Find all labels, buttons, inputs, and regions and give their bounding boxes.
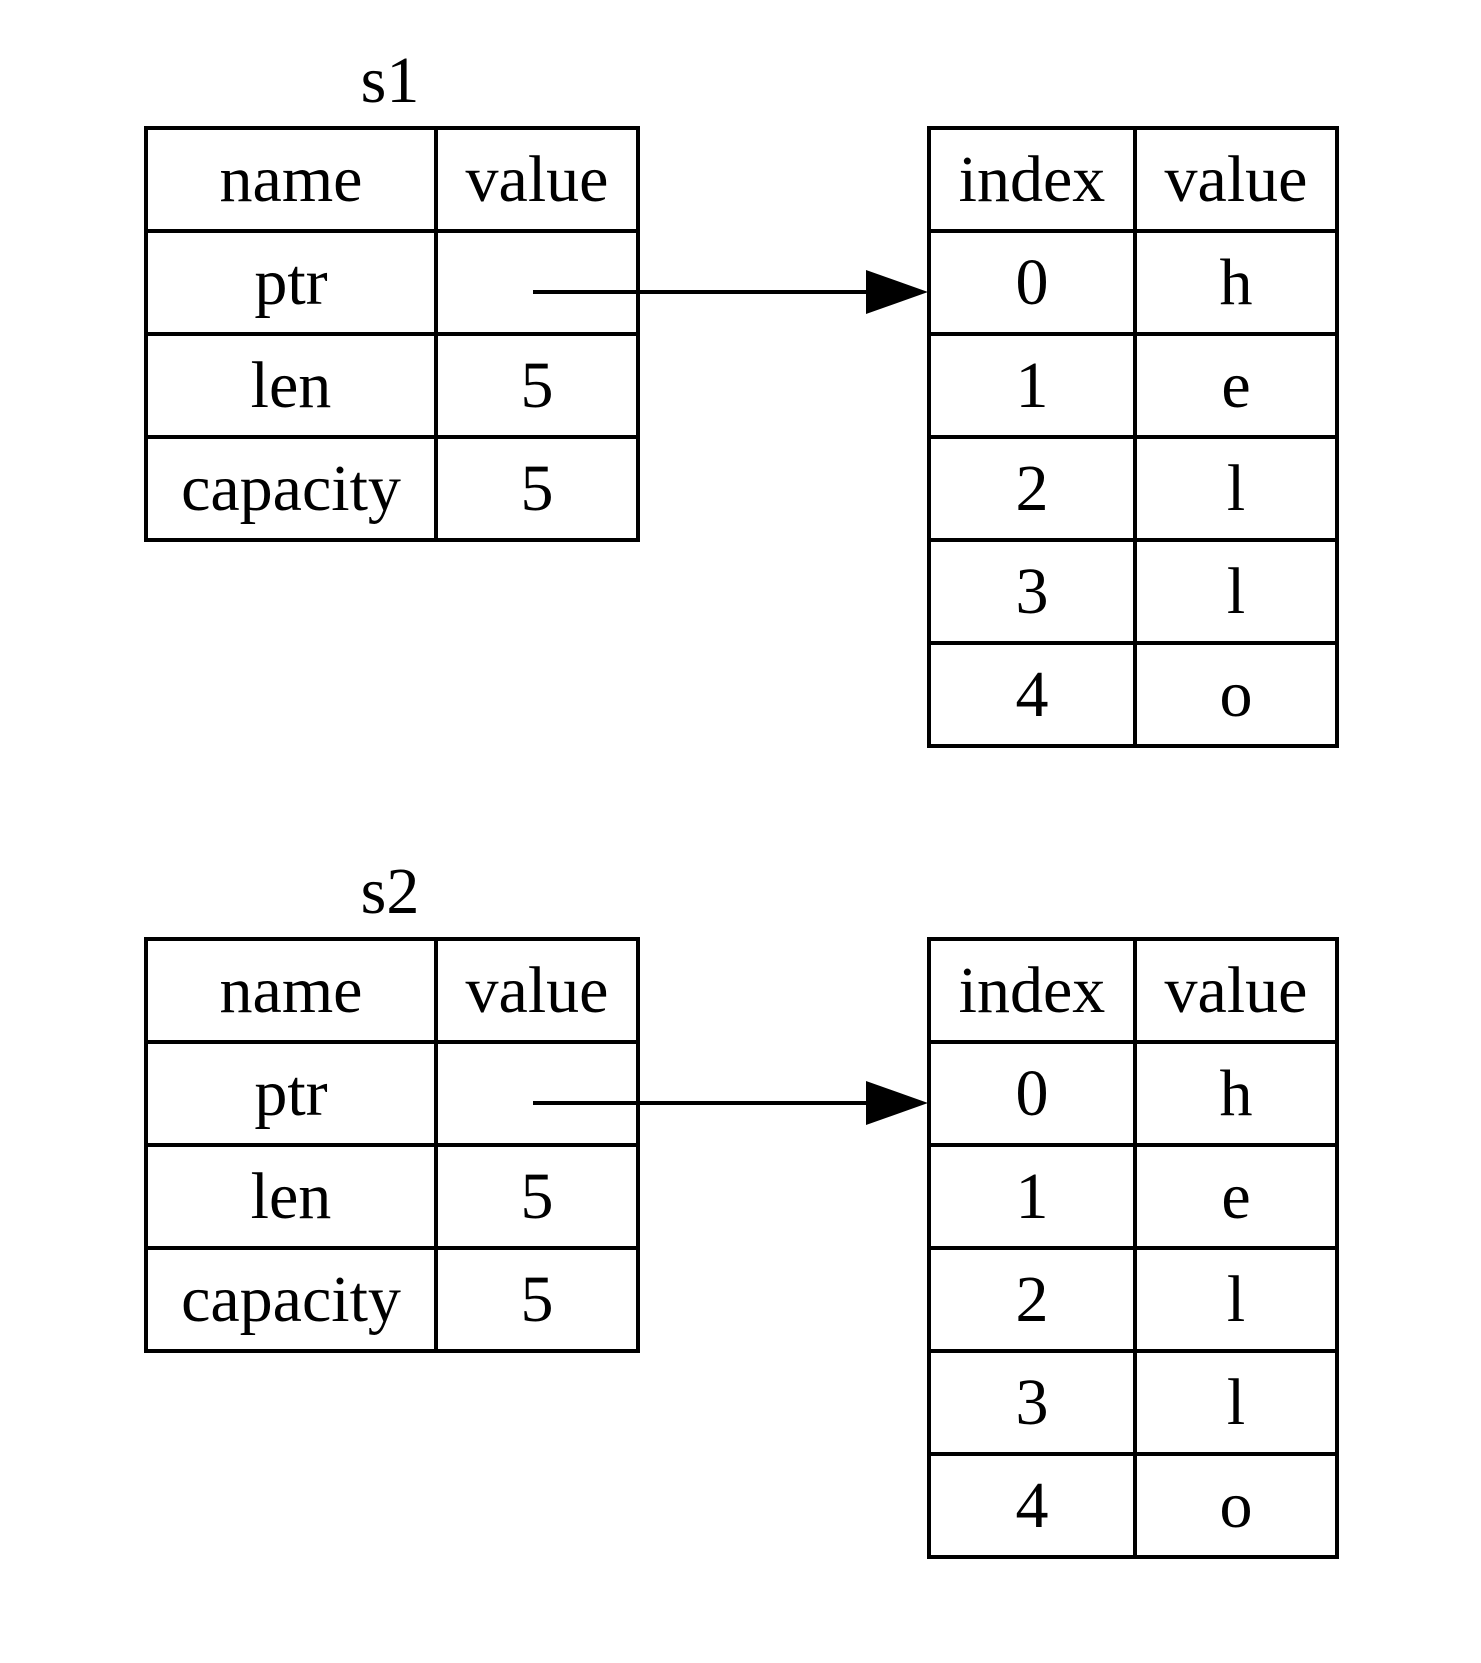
header-cell-index: index — [927, 126, 1137, 233]
heap-index: 2 — [927, 1246, 1137, 1353]
heap-value: o — [1133, 641, 1339, 748]
header-cell-value: value — [1133, 937, 1339, 1044]
table-row: 0 h — [927, 229, 1339, 336]
field-name-ptr: ptr — [144, 229, 438, 336]
table-row: ptr — [144, 229, 640, 336]
heap-value: l — [1133, 1246, 1339, 1353]
heap-value: l — [1133, 435, 1339, 542]
field-value-ptr — [434, 1040, 640, 1147]
heap-value: h — [1133, 229, 1339, 336]
heap-index: 1 — [927, 332, 1137, 439]
heap-value: h — [1133, 1040, 1339, 1147]
heap-value: l — [1133, 538, 1339, 645]
heap-index: 3 — [927, 1349, 1137, 1456]
stack-table-s1: name value ptr len 5 capacity 5 — [144, 126, 640, 542]
field-value-ptr — [434, 229, 640, 336]
table-row: 2 l — [927, 1246, 1339, 1353]
heap-index: 4 — [927, 641, 1137, 748]
table-row: 3 l — [927, 538, 1339, 645]
field-name-ptr: ptr — [144, 1040, 438, 1147]
field-value-capacity: 5 — [434, 435, 640, 542]
heap-index: 0 — [927, 229, 1137, 336]
field-name-capacity: capacity — [144, 435, 438, 542]
field-name-len: len — [144, 1143, 438, 1250]
heap-index: 3 — [927, 538, 1137, 645]
table-row: 1 e — [927, 1143, 1339, 1250]
header-cell-value: value — [1133, 126, 1339, 233]
heap-index: 2 — [927, 435, 1137, 542]
header-cell-value: value — [434, 937, 640, 1044]
heap-index: 4 — [927, 1452, 1137, 1559]
field-value-len: 5 — [434, 332, 640, 439]
table-row: capacity 5 — [144, 435, 640, 542]
table-row: 4 o — [927, 641, 1339, 748]
table-header-row: name value — [144, 126, 640, 233]
table-row: len 5 — [144, 332, 640, 439]
stack-table-s2: name value ptr len 5 capacity 5 — [144, 937, 640, 1353]
table-row: 1 e — [927, 332, 1339, 439]
heap-value: e — [1133, 332, 1339, 439]
heap-index: 1 — [927, 1143, 1137, 1250]
header-cell-name: name — [144, 937, 438, 1044]
header-cell-index: index — [927, 937, 1137, 1044]
table-row: capacity 5 — [144, 1246, 640, 1353]
table-row: 3 l — [927, 1349, 1339, 1456]
table-row: 2 l — [927, 435, 1339, 542]
table-row: 0 h — [927, 1040, 1339, 1147]
heap-index: 0 — [927, 1040, 1137, 1147]
field-value-len: 5 — [434, 1143, 640, 1250]
table-row: ptr — [144, 1040, 640, 1147]
table-header-row: index value — [927, 937, 1339, 1044]
variable-label-s1: s1 — [360, 44, 420, 117]
table-header-row: index value — [927, 126, 1339, 233]
heap-value: l — [1133, 1349, 1339, 1456]
table-row: len 5 — [144, 1143, 640, 1250]
header-cell-value: value — [434, 126, 640, 233]
table-header-row: name value — [144, 937, 640, 1044]
field-name-len: len — [144, 332, 438, 439]
variable-label-s2: s2 — [360, 855, 420, 928]
heap-table-s1: index value 0 h 1 e 2 l 3 l 4 o — [927, 126, 1339, 748]
heap-table-s2: index value 0 h 1 e 2 l 3 l 4 o — [927, 937, 1339, 1559]
table-row: 4 o — [927, 1452, 1339, 1559]
heap-value: e — [1133, 1143, 1339, 1250]
field-value-capacity: 5 — [434, 1246, 640, 1353]
field-name-capacity: capacity — [144, 1246, 438, 1353]
heap-value: o — [1133, 1452, 1339, 1559]
header-cell-name: name — [144, 126, 438, 233]
